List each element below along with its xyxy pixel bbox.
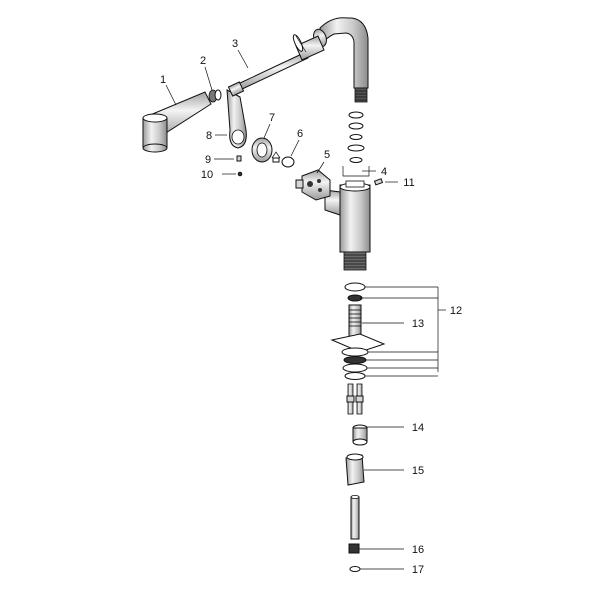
callout-labels: 1 2 3 4 5 6 7 8 9 10 11 12 13 14 15 16 1… xyxy=(160,38,462,576)
spray-head xyxy=(142,91,212,153)
set-screw xyxy=(373,178,384,186)
fitting-nut xyxy=(348,543,360,554)
spray-hose xyxy=(227,34,325,97)
callout-16: 16 xyxy=(412,544,424,556)
callout-2: 2 xyxy=(200,55,206,67)
callout-9: 9 xyxy=(205,154,211,166)
callout-5: 5 xyxy=(324,149,330,161)
callout-4: 4 xyxy=(381,166,387,178)
callout-15: 15 xyxy=(412,465,424,477)
callout-17: 17 xyxy=(412,564,424,576)
cover-ring xyxy=(251,137,273,163)
cartridge-nut xyxy=(271,151,295,168)
spout-body xyxy=(313,17,369,103)
callout-12: 12 xyxy=(450,305,462,317)
mounting-nut xyxy=(352,424,368,446)
cartridge xyxy=(295,169,331,201)
callout-10: 10 xyxy=(201,169,213,181)
main-body xyxy=(324,180,371,271)
callout-1: 1 xyxy=(160,74,166,86)
callout-14: 14 xyxy=(412,422,424,434)
callout-13: 13 xyxy=(412,318,424,330)
spray-insert xyxy=(208,89,222,103)
lever-handle xyxy=(226,89,247,149)
leader-lines xyxy=(165,49,446,570)
hose-connector xyxy=(350,494,360,540)
cap-plug xyxy=(237,171,243,177)
callout-3: 3 xyxy=(232,38,238,50)
callout-8: 8 xyxy=(206,130,212,142)
callout-7: 7 xyxy=(269,112,275,124)
callout-6: 6 xyxy=(297,128,303,140)
supply-hose-assembly xyxy=(330,304,386,415)
fitting-washer xyxy=(349,566,361,572)
spout-seal-stack xyxy=(347,111,365,163)
hose-weight xyxy=(345,453,365,486)
callout-11: 11 xyxy=(403,177,414,189)
grub-screw xyxy=(236,155,242,162)
